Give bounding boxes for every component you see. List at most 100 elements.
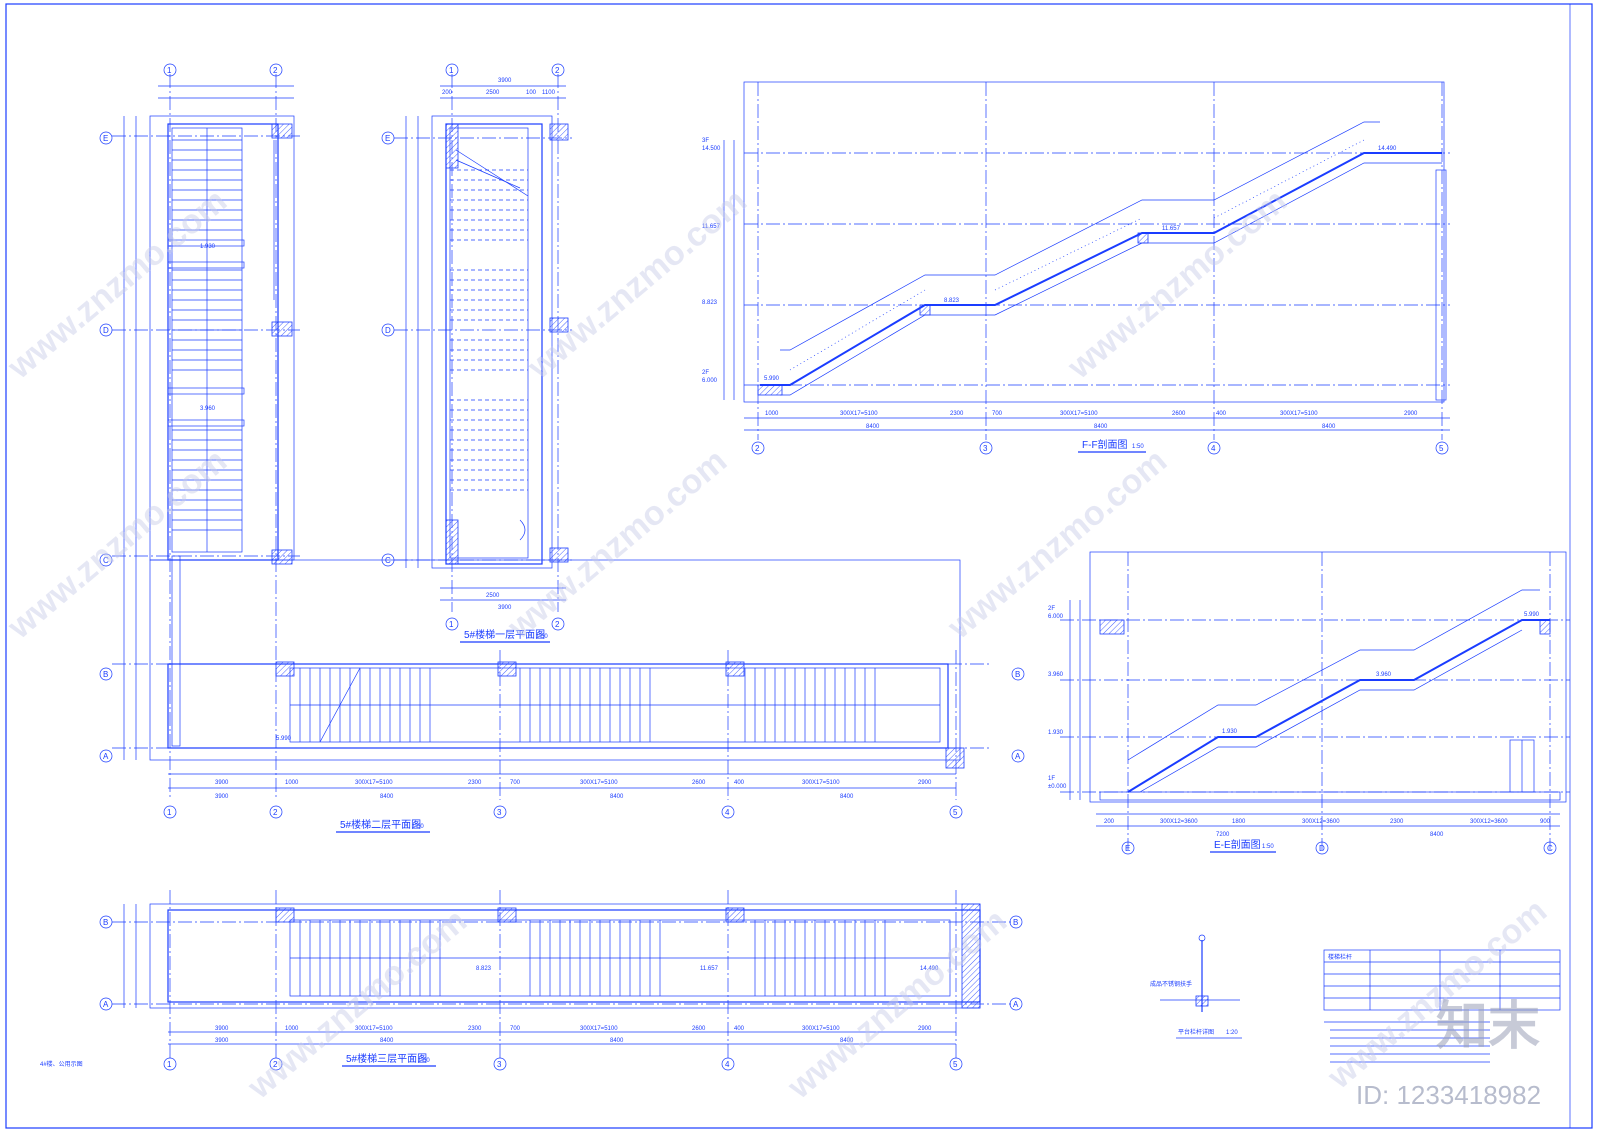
- svg-text:±0.000: ±0.000: [1048, 784, 1067, 790]
- plan-second-floor: 1 2 3 4 5 1 2 E D C B A B A 3900 1000 30…: [99, 63, 1025, 833]
- svg-text:300X17=5100: 300X17=5100: [355, 780, 393, 786]
- svg-text:400: 400: [734, 780, 745, 786]
- side-label: 4#楼、公用示图: [40, 1060, 83, 1068]
- svg-text:2F: 2F: [702, 370, 709, 376]
- watermark-layer: www.znzmo.com www.znzmo.com www.znzmo.co…: [0, 182, 1554, 1107]
- svg-text:8400: 8400: [1094, 424, 1108, 430]
- plan3-dimension-text: 3900 1000 300X17=5100 2300 700 300X17=51…: [215, 966, 939, 1044]
- svg-text:1: 1: [167, 808, 172, 817]
- svg-text:5.990: 5.990: [1524, 612, 1540, 618]
- plan3-title: 5#楼梯三层平面图: [346, 1052, 427, 1065]
- svg-text:3900: 3900: [215, 1038, 229, 1044]
- svg-text:2300: 2300: [950, 411, 964, 417]
- svg-text:3.960: 3.960: [1048, 672, 1064, 678]
- svg-text:E: E: [103, 134, 108, 143]
- svg-text:D: D: [385, 326, 391, 335]
- svg-text:1:50: 1:50: [536, 634, 548, 640]
- svg-text:8400: 8400: [1430, 832, 1444, 838]
- svg-text:3: 3: [983, 444, 988, 453]
- plan3-axis-bubbles: 1 2 3 4 5 B A B A: [99, 915, 1023, 1071]
- svg-text:B: B: [1013, 918, 1018, 927]
- svg-text:4: 4: [725, 808, 730, 817]
- svg-text:5: 5: [953, 1060, 958, 1069]
- svg-text:1000: 1000: [285, 1026, 299, 1032]
- svg-text:B: B: [103, 918, 108, 927]
- svg-text:www.znzmo.com: www.znzmo.com: [520, 182, 754, 387]
- svg-text:2: 2: [273, 1060, 278, 1069]
- section-ff-title: F-F剖面图: [1082, 438, 1128, 451]
- svg-text:14.500: 14.500: [702, 146, 721, 152]
- svg-text:300X17=5100: 300X17=5100: [580, 1026, 618, 1032]
- svg-text:900: 900: [1540, 819, 1551, 825]
- svg-text:3: 3: [497, 808, 502, 817]
- svg-text:C: C: [385, 556, 391, 565]
- svg-text:8400: 8400: [1322, 424, 1336, 430]
- svg-text:8400: 8400: [840, 794, 854, 800]
- svg-text:1: 1: [167, 1060, 172, 1069]
- svg-text:300X12=3600: 300X12=3600: [1302, 819, 1340, 825]
- svg-text:1.930: 1.930: [1222, 729, 1238, 735]
- svg-text:2600: 2600: [692, 1026, 706, 1032]
- plan1-axis-bubbles: 1 2 1 2 E D C: [381, 63, 565, 631]
- section-ee-title: E-E剖面图: [1214, 838, 1261, 851]
- svg-text:3900: 3900: [215, 1026, 229, 1032]
- svg-text:8.823: 8.823: [944, 298, 960, 304]
- brand-logo: 知末: [1436, 998, 1540, 1056]
- svg-text:1: 1: [449, 620, 454, 629]
- svg-text:300X17=5100: 300X17=5100: [580, 780, 618, 786]
- svg-text:1: 1: [167, 66, 172, 75]
- svg-text:A: A: [103, 752, 109, 761]
- svg-text:11.657: 11.657: [1162, 226, 1181, 232]
- brand-id: ID: 1233418982: [1356, 1080, 1541, 1110]
- svg-text:E: E: [1125, 844, 1130, 853]
- svg-text:700: 700: [510, 780, 521, 786]
- svg-text:1.930: 1.930: [1048, 730, 1064, 736]
- svg-text:2600: 2600: [1172, 411, 1186, 417]
- svg-text:14.490: 14.490: [1378, 146, 1397, 152]
- ee-level-text: 2F 6.000 3.960 1.930 1F ±0.000 5.990 3.9…: [1048, 606, 1540, 790]
- svg-text:1:20: 1:20: [1226, 1030, 1238, 1036]
- ff-axis-bubbles: 2 3 4 5: [751, 441, 1449, 455]
- svg-text:1000: 1000: [285, 780, 299, 786]
- svg-text:1:50: 1:50: [1262, 844, 1274, 850]
- svg-text:8400: 8400: [380, 794, 394, 800]
- svg-text:1F: 1F: [1048, 776, 1055, 782]
- svg-text:A: A: [1015, 752, 1021, 761]
- svg-text:1:50: 1:50: [418, 1058, 430, 1064]
- svg-text:2500: 2500: [486, 90, 500, 96]
- svg-text:2500: 2500: [486, 593, 500, 599]
- svg-text:1000: 1000: [765, 411, 779, 417]
- svg-text:5: 5: [1439, 444, 1444, 453]
- svg-text:300X17=5100: 300X17=5100: [802, 780, 840, 786]
- svg-text:3900: 3900: [498, 605, 512, 611]
- svg-text:2300: 2300: [468, 780, 482, 786]
- svg-text:8400: 8400: [380, 1038, 394, 1044]
- notes-table: 楼梯栏杆: [1323, 949, 1561, 1063]
- svg-text:200: 200: [442, 90, 453, 96]
- svg-text:2: 2: [755, 444, 760, 453]
- ee-dimension-text: 200 300X12=3600 1800 300X12=3600 2300 30…: [1104, 819, 1551, 838]
- svg-text:11.657: 11.657: [700, 966, 719, 972]
- svg-text:100: 100: [526, 90, 537, 96]
- svg-text:成品不锈钢扶手: 成品不锈钢扶手: [1150, 980, 1192, 988]
- svg-text:11.657: 11.657: [702, 224, 721, 230]
- svg-text:3: 3: [497, 1060, 502, 1069]
- svg-text:www.znzmo.com: www.znzmo.com: [1320, 892, 1554, 1097]
- plan-third-floor: 1 2 3 4 5 B A B A 3900 1000 300X17=5100 …: [99, 890, 1023, 1071]
- ff-stair-profile: [760, 152, 1442, 386]
- svg-text:2300: 2300: [1390, 819, 1404, 825]
- svg-text:8400: 8400: [840, 1038, 854, 1044]
- svg-text:4: 4: [725, 1060, 730, 1069]
- svg-text:2900: 2900: [918, 780, 932, 786]
- svg-text:7200: 7200: [1216, 832, 1230, 838]
- svg-text:B: B: [1015, 670, 1020, 679]
- svg-text:2: 2: [555, 620, 560, 629]
- plan2-axis-bubbles: 1 2 3 4 5 1 2 E D C B A B A: [99, 63, 1025, 819]
- plan2-dimension-text: 3900 1000 300X17=5100 2300 700 300X17=51…: [200, 244, 932, 800]
- svg-text:700: 700: [992, 411, 1003, 417]
- svg-text:www.znzmo.com: www.znzmo.com: [1060, 182, 1294, 387]
- ff-dimension-text: 1000 300X17=5100 2300 700 300X17=5100 26…: [765, 411, 1418, 430]
- svg-text:2300: 2300: [468, 1026, 482, 1032]
- svg-text:1.930: 1.930: [200, 244, 216, 250]
